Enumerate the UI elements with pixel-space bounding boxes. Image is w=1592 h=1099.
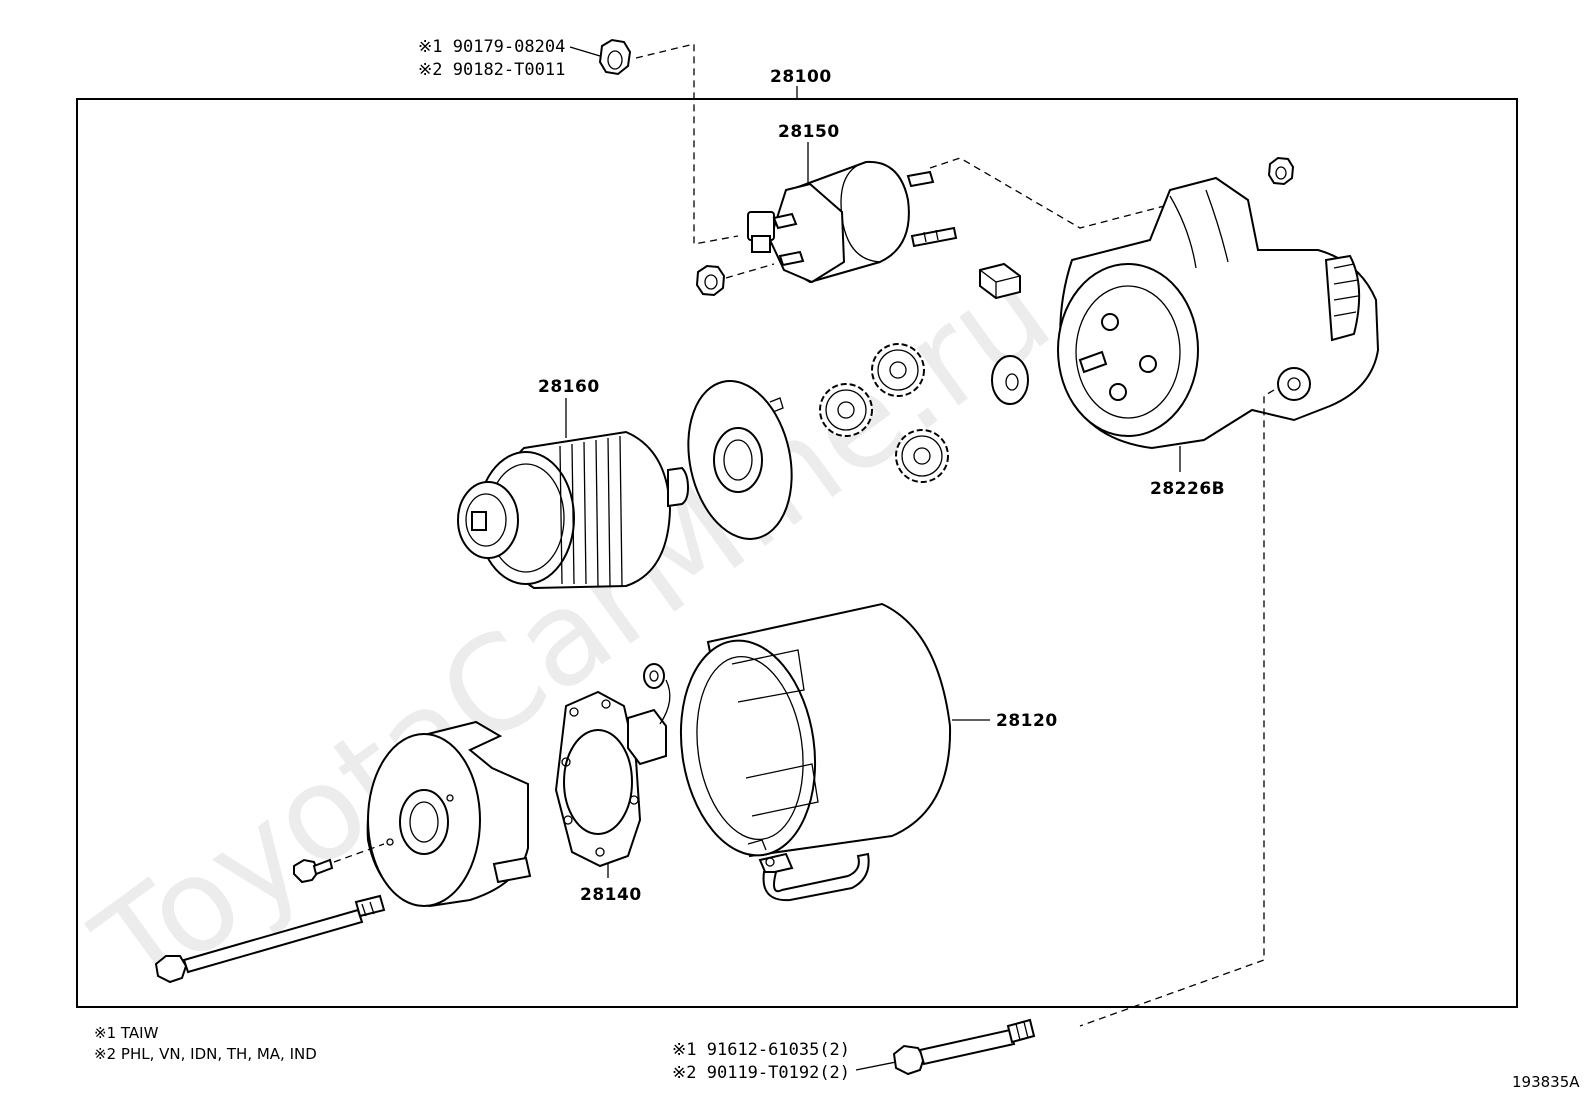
- svg-text:※1 90179-08204: ※1 90179-08204: [418, 37, 565, 57]
- assembly-label: 28100: [770, 67, 832, 87]
- svg-text:※1 TAIW: ※1 TAIW: [94, 1024, 159, 1042]
- svg-text:※1 91612-61035(2): ※1 91612-61035(2): [672, 1040, 850, 1060]
- housing-part: [1057, 176, 1380, 450]
- through-bolt-icon: [154, 894, 386, 984]
- svg-text:※2 90182-T0011: ※2 90182-T0011: [418, 60, 565, 80]
- figure-id: 193835A: [1512, 1073, 1580, 1091]
- top-callout: ※1 90179-08204 ※2 90182-T0011: [418, 37, 739, 245]
- solenoid-part: [747, 160, 958, 284]
- lead-wire: [758, 852, 870, 902]
- washer-icon: [991, 355, 1029, 405]
- key-block-icon: [979, 262, 1021, 300]
- screw-icon: [293, 858, 334, 884]
- brush-holder-part: [554, 663, 671, 868]
- end-cover-part: [366, 720, 532, 908]
- label-28160: 28160: [538, 377, 600, 397]
- bottom-bolt-icon: [892, 1018, 1036, 1076]
- armature-part: [457, 430, 690, 590]
- label-28120: 28120: [996, 711, 1058, 731]
- small-nut-icon: [695, 264, 726, 297]
- flange-nut-icon: [598, 38, 632, 76]
- label-28150: 28150: [778, 122, 840, 142]
- svg-text:※2 PHL, VN, IDN, TH, MA, IND: ※2 PHL, VN, IDN, TH, MA, IND: [94, 1045, 317, 1063]
- svg-text:※2 90119-T0192(2): ※2 90119-T0192(2): [672, 1063, 850, 1083]
- yoke-part: [679, 602, 952, 858]
- housing-nut-icon: [1267, 156, 1295, 186]
- label-28140: 28140: [580, 885, 642, 905]
- watermark: ToyotaCarMine.ru: [68, 235, 1077, 1026]
- shield-disc: [687, 380, 793, 540]
- label-28226B: 28226B: [1150, 479, 1225, 499]
- planetary-gears: [819, 343, 949, 483]
- bottom-callout: ※1 91612-61035(2) ※2 90119-T0192(2): [672, 1040, 897, 1083]
- footnotes: ※1 TAIW ※2 PHL, VN, IDN, TH, MA, IND: [94, 1024, 317, 1063]
